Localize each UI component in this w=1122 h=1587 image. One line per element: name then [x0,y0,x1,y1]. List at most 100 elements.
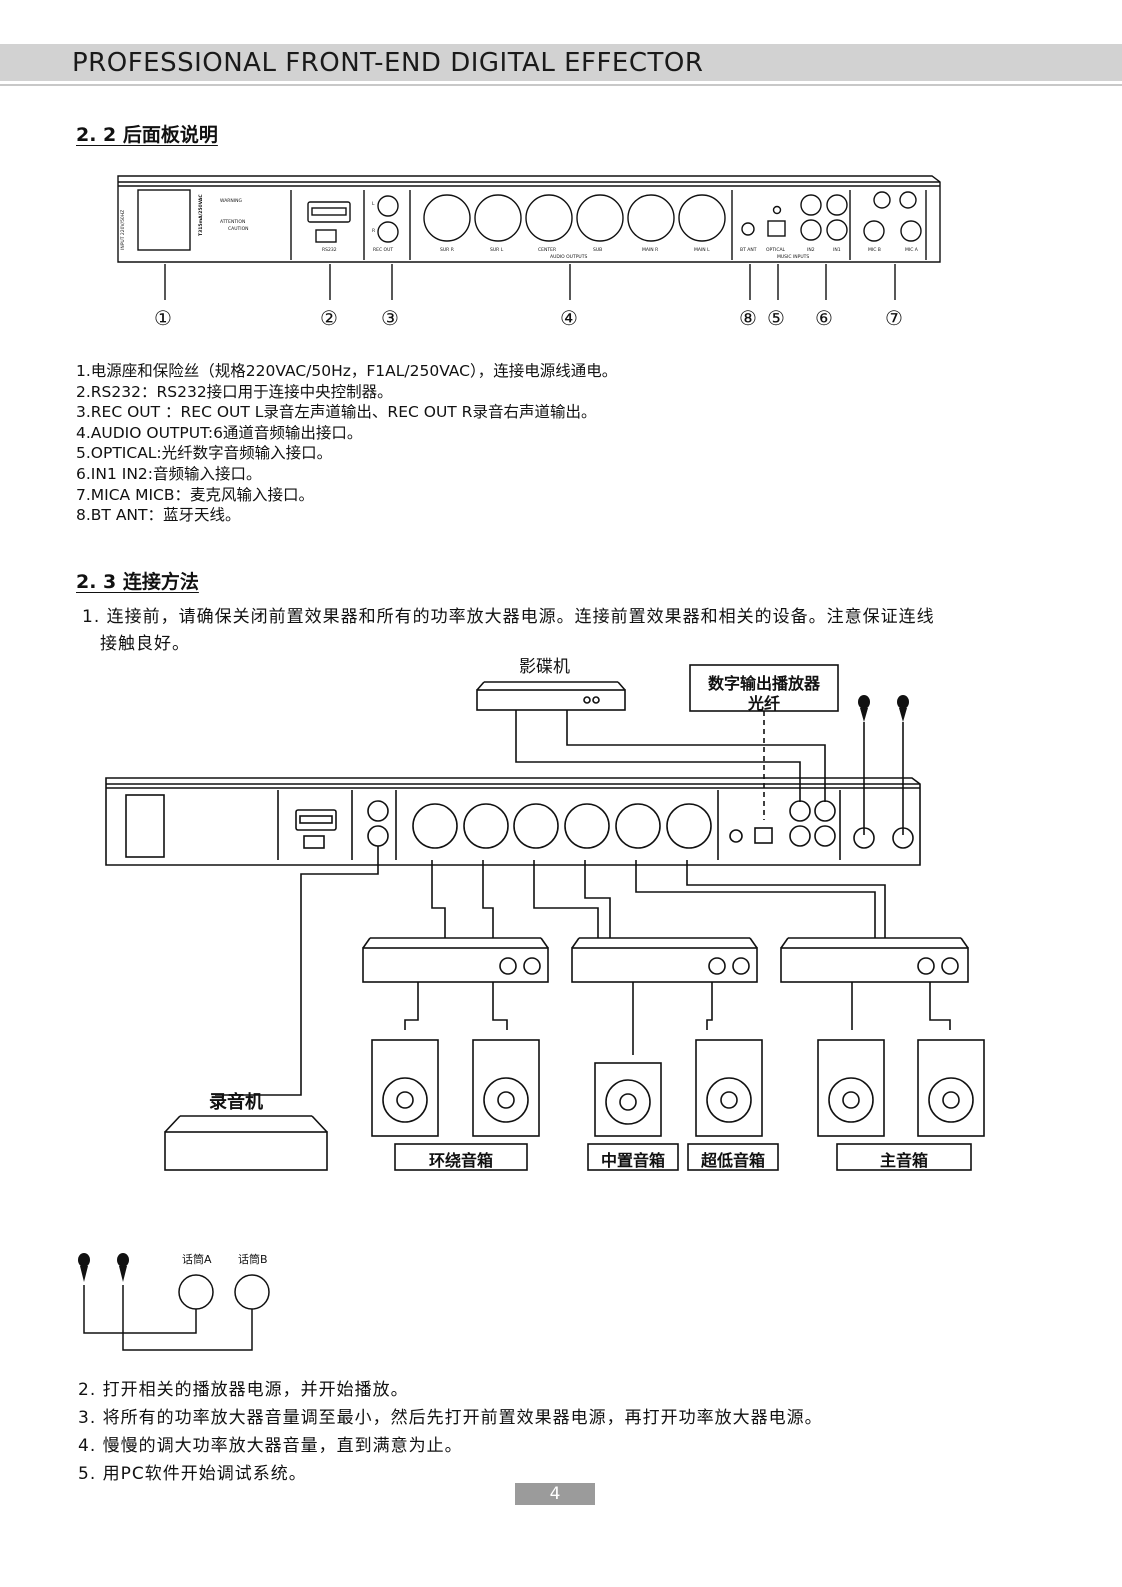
description-item: 8.BT ANT：蓝牙天线。 [76,506,241,525]
steps-list: 2. 打开相关的播放器电源，并开始播放。 3. 将所有的功率放大器音量调至最小，… [78,1376,823,1488]
rs232-port [307,201,351,223]
dvd-player-shape [476,689,626,711]
warning-title: WARNING [220,198,242,204]
callout-8: ⑧ [739,306,757,330]
xlr-jack-main-l [678,194,726,242]
step-1-line-1: 1. 连接前，请确保关闭前置效果器和所有的功率放大器电源。连接前置效果器和相关的… [82,607,935,627]
main-speaker-left [817,1039,885,1137]
bt-ant-label: BT ANT [740,247,757,253]
section-heading-connection: 2. 3 连接方法 [76,571,199,593]
rec-out-r-label: R [372,228,375,234]
xlr-jack-sur-r [423,194,471,242]
mic-a-label: 话筒A [182,1253,212,1266]
center-speaker-label: 中置音箱 [600,1151,665,1170]
callout-3: ③ [381,306,399,330]
rear-panel-figure: INPUT 220V/50HZ T315mA/250VAC WARNING AT… [117,175,941,300]
rec-out-r-jack [377,221,399,243]
label-box-surround [394,1143,528,1171]
page-title: PROFESSIONAL FRONT-END DIGITAL EFFECTOR [72,48,704,78]
step-item: 5. 用PC软件开始调试系统。 [78,1464,307,1484]
recorder-shape [164,1131,328,1171]
step-item: 3. 将所有的功率放大器音量调至最小，然后先打开前置效果器电源，再打开功率放大器… [78,1408,823,1428]
in1-r-jack [826,219,848,241]
surround-speaker-left [371,1039,439,1137]
output-label: MAIN L [694,247,710,253]
in2-l-jack [800,194,822,216]
power-rating-label: INPUT 220V/50HZ [120,210,126,250]
amplifier-2 [571,947,758,983]
header-bar [0,44,1122,81]
label-box-center [587,1143,679,1171]
page-number: 4 [515,1483,595,1505]
step-item: 2. 打开相关的播放器电源，并开始播放。 [78,1380,409,1400]
surround-speakers-label: 环绕音箱 [428,1151,493,1170]
digital-player-label-line1: 数字输出播放器 [707,674,820,693]
xlr-jack-center [525,194,573,242]
effector-panel [105,777,921,866]
rec-out-l-jack [377,195,399,217]
xlr-jack-main-r [627,194,675,242]
header-rule [0,84,1122,86]
microphone-icon [858,695,870,709]
mic-b-jack [863,220,885,242]
rear-panel-descriptions: 1.电源座和保险丝（规格220VAC/50Hz，F1AL/250VAC），连接电… [76,361,617,526]
in2-r-jack [800,219,822,241]
label-box-sub [687,1143,779,1171]
caution-label: CAUTION [228,226,249,232]
rs232-label: RS232 [322,247,337,253]
main-speakers-label: 主音箱 [879,1151,928,1170]
output-label: SUR R [440,247,454,253]
mic-a-label: MIC A [905,247,919,253]
music-inputs-caption: MUSIC INPUTS [777,254,809,260]
callout-2: ② [320,306,338,330]
microphone-icon [78,1253,90,1267]
fuse-rating-label: T315mA/250VAC [198,194,204,236]
mic-b-label: 话筒B [238,1253,268,1266]
optical-label: OPTICAL [766,247,786,253]
mic-a-jack [900,220,922,242]
description-item: 2.RS232：RS232接口用于连接中央控制器。 [76,382,393,401]
step-item: 4. 慢慢的调大功率放大器音量，直到满意为止。 [78,1436,463,1456]
in1-l-jack [826,194,848,216]
description-item: 4.AUDIO OUTPUT:6通道音频输出接口。 [76,423,363,442]
in1-label: IN1 [833,247,841,253]
description-item: 7.MICA MICB：麦克风输入接口。 [76,485,314,504]
mic-b-label: MIC B [868,247,881,253]
microphone-icon [897,695,909,709]
description-item: 3.REC OUT ：REC OUT L录音左声道输出、REC OUT R录音右… [76,403,597,422]
callout-1: ① [154,306,172,330]
callout-7: ⑦ [885,306,903,330]
callout-6: ⑥ [815,306,833,330]
subwoofer-label: 超低音箱 [700,1151,765,1170]
recorder-label: 录音机 [209,1092,263,1113]
bt-ant-jack [741,222,755,236]
amplifier-1 [362,947,549,983]
amplifier-3 [780,947,969,983]
xlr-outputs-row [423,194,726,242]
output-label: CENTER [538,247,556,253]
section-heading-rear-panel: 2. 2 后面板说明 [76,124,218,146]
connection-diagram [105,664,985,1171]
attention-title: ATTENTION [220,219,245,225]
output-label: SUR L [490,247,504,253]
center-speaker-box [695,1039,763,1137]
main-speaker-right [917,1039,985,1137]
xlr-jack-sur-l [474,194,522,242]
xlr-jack-sub [576,194,624,242]
description-item: 1.电源座和保险丝（规格220VAC/50Hz，F1AL/250VAC），连接电… [76,362,618,380]
surround-speaker-right [472,1039,540,1137]
label-box-main [836,1143,972,1171]
output-label: SUB [593,247,602,253]
description-item: 6.IN1 IN2:音频输入接口。 [76,464,262,483]
callout-4: ④ [560,306,578,330]
subwoofer-box [594,1062,662,1137]
dvd-player-label: 影碟机 [519,657,570,677]
output-label: MAIN R [642,247,658,253]
rec-out-l-label: L [372,201,375,207]
power-socket [137,189,191,251]
mic-a-socket [178,1274,214,1310]
optical-port [767,220,786,237]
in2-label: IN2 [807,247,815,253]
panel-outline [117,175,941,263]
rec-out-label: REC OUT [373,247,393,253]
